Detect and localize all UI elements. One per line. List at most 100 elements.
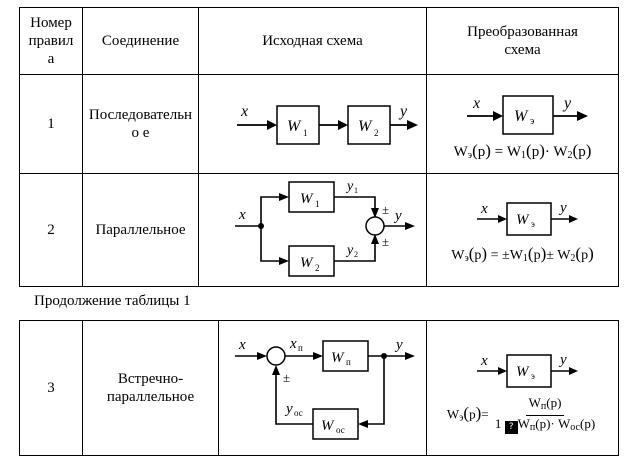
- parallel-block-diagram: x y W 1 W 2 y 1 y 2 ± ±: [235, 179, 415, 277]
- f3-eq: =: [481, 405, 489, 421]
- f3-p3: p: [539, 415, 547, 431]
- y2-label: y: [345, 243, 354, 258]
- f1-b-sub: 2: [567, 149, 573, 161]
- feedback-equivalent-diagram: x y W э: [477, 352, 578, 388]
- f1-lhs-sub: э: [467, 149, 473, 161]
- yos-label: y: [284, 401, 293, 417]
- f2-a-sub: 1: [522, 252, 528, 264]
- f2-lhs: W: [451, 247, 465, 263]
- rule-number: 2: [19, 173, 83, 287]
- f3-one: 1: [494, 415, 502, 431]
- header-row: Номер правил а Соединение Исходная схема…: [19, 7, 619, 75]
- f3-p: p: [469, 405, 476, 421]
- f3-b-sub: ос: [570, 421, 580, 433]
- f1-p: p: [477, 143, 486, 160]
- header-transformed-text: Преобразованная схема: [467, 24, 578, 58]
- f2-a: W: [509, 247, 523, 263]
- f3-p4: p: [584, 415, 591, 431]
- rule-number: 3: [19, 320, 83, 456]
- f2-pm2: ±: [546, 247, 554, 263]
- connection-type: Параллельное: [82, 173, 199, 287]
- plus-minus-label: ±: [283, 370, 290, 385]
- rule-number: 1: [19, 74, 83, 174]
- f3-lhs-sub: э: [459, 411, 464, 423]
- y1-sub: 1: [354, 186, 358, 195]
- xp-label: x: [289, 336, 297, 352]
- continuation-caption: Продолжение таблицы 1: [34, 293, 191, 309]
- feedback-result: x y W э Wэ(p)= Wп(p) 1 ?Wп(p)· Wос(p): [426, 320, 619, 456]
- f3-numerator: Wп(p): [525, 394, 565, 416]
- block-we: [506, 353, 552, 388]
- summator: [365, 216, 385, 236]
- f1-p2: p: [531, 143, 540, 160]
- output-y-label: y: [398, 103, 408, 120]
- input-x-label: x: [472, 95, 480, 112]
- f1-a: W: [506, 143, 522, 160]
- y1-label: y: [345, 179, 354, 194]
- wp-sub: п: [346, 357, 351, 367]
- block-we: [502, 94, 554, 135]
- f3-a: W: [517, 415, 530, 431]
- output-y-label: y: [394, 337, 403, 353]
- w2-label: W: [358, 118, 373, 135]
- w2-sub: 2: [315, 263, 320, 273]
- formula-parallel: Wэ(p) = ±W1(p)± W2(p): [451, 243, 594, 264]
- output-y-label: y: [558, 200, 567, 216]
- f2-lhs-sub: э: [464, 252, 469, 264]
- rules-table-continued: 3 Встречно-параллельное x y x: [19, 320, 619, 456]
- feedback-block-diagram: x y x п W п W ос ± y ос: [235, 336, 415, 440]
- f1-lhs: W: [453, 143, 468, 160]
- parallel-result: x y W э Wэ(p) = ±W1(p)± W2(p): [426, 173, 619, 287]
- f3-p2: p: [550, 394, 558, 410]
- yos-sub: ос: [294, 408, 303, 418]
- header-transformed-scheme: Преобразованная схема: [426, 7, 619, 75]
- input-x-label: x: [238, 337, 246, 353]
- parallel-source-diagram: x y W 1 W 2 y 1 y 2 ± ±: [198, 173, 427, 287]
- w1-sub: 1: [303, 128, 308, 138]
- f2-p: p: [474, 247, 482, 263]
- f3-b: W: [558, 415, 571, 431]
- w1-label: W: [287, 118, 302, 135]
- f2-pm: ±: [502, 247, 510, 263]
- series-source-diagram: x y W 1 W 2: [198, 74, 427, 174]
- series-block-diagram: x y W 1 W 2: [237, 103, 418, 145]
- header-connection: Соединение: [82, 7, 199, 75]
- f3-lhs: W: [446, 405, 460, 421]
- block-we: [506, 201, 552, 236]
- w1-label: W: [300, 191, 314, 207]
- w2-label: W: [300, 255, 314, 271]
- table-row: 1 Последовательно е x y W 1 W 2: [19, 74, 619, 174]
- we-label: W: [516, 212, 530, 228]
- output-y-label: y: [558, 352, 567, 368]
- plus-minus-bottom: ±: [382, 234, 389, 249]
- output-y-label: y: [393, 208, 402, 224]
- wos-sub: ос: [336, 425, 345, 435]
- input-x-label: x: [480, 353, 488, 369]
- input-x-label: x: [238, 207, 246, 223]
- w1-sub: 1: [315, 199, 320, 209]
- input-x-label: x: [240, 103, 248, 120]
- feedback-source-diagram: x y x п W п W ос ± y ос: [218, 320, 427, 456]
- rules-table: Номер правил а Соединение Исходная схема…: [19, 7, 619, 287]
- wos-label: W: [321, 418, 335, 434]
- f2-b: W: [557, 247, 571, 263]
- we-label: W: [516, 364, 530, 380]
- header-number-text: Номер правил а: [28, 15, 74, 67]
- f3-num: W: [528, 394, 541, 410]
- f2-b-sub: 2: [570, 252, 576, 264]
- f1-a-sub: 1: [521, 149, 527, 161]
- unknown-glyph-icon: ?: [504, 420, 518, 434]
- input-x-label: x: [480, 201, 488, 217]
- we-sub: э: [530, 116, 534, 127]
- w2-sub: 2: [374, 128, 379, 138]
- summator: [266, 346, 286, 366]
- f2-eq: =: [490, 247, 499, 263]
- header-number: Номер правил а: [19, 7, 83, 75]
- we-label: W: [514, 108, 529, 125]
- f1-dot: ·: [544, 143, 550, 160]
- f3-denominator: 1 ?Wп(p)· Wос(p): [494, 415, 596, 434]
- xp-sub: п: [298, 343, 303, 353]
- we-sub: э: [531, 219, 535, 229]
- connection-type-text: Встречно-параллельное: [106, 371, 195, 405]
- connection-type: Встречно-параллельное: [82, 320, 219, 456]
